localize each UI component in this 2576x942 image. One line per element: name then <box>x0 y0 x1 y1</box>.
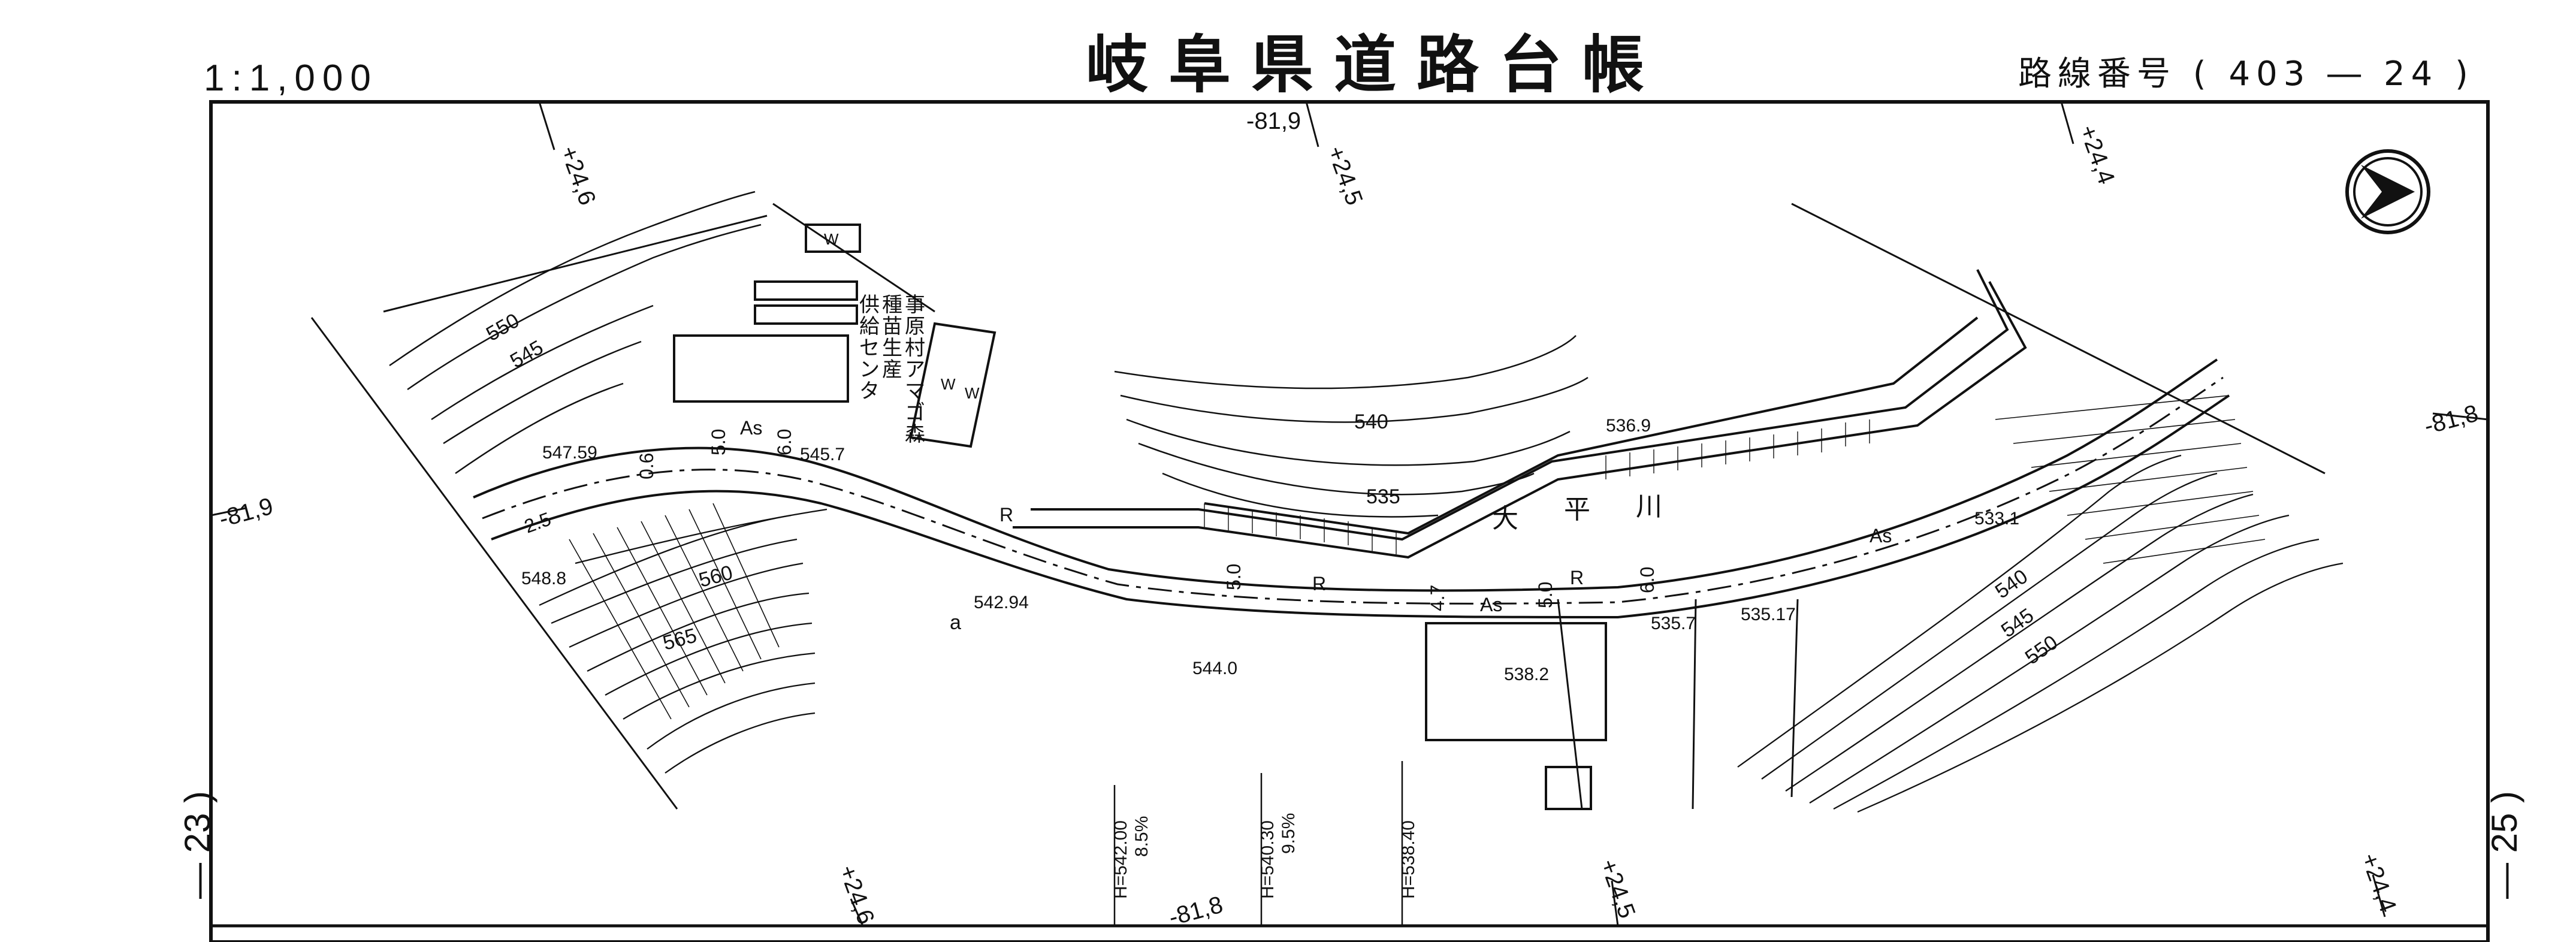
map-frame <box>209 100 2490 942</box>
svg-text:536.9: 536.9 <box>1606 416 1651 436</box>
svg-text:548.8: 548.8 <box>521 569 566 588</box>
svg-text:産: 産 <box>882 358 902 382</box>
river-label: 平 <box>1564 494 1590 525</box>
svg-text:545.7: 545.7 <box>800 445 845 464</box>
svg-text:8.5%: 8.5% <box>1132 816 1152 857</box>
svg-text:種: 種 <box>882 293 902 317</box>
marker-a: a <box>950 611 961 634</box>
road-codes: As As As R R R 5.0 5.0 5.0 6.0 6.0 4.7 2… <box>521 417 1892 615</box>
river-label: 川 <box>1636 491 1662 522</box>
svg-text:ゴ: ゴ <box>905 401 925 425</box>
svg-text:5.0: 5.0 <box>1223 564 1245 590</box>
tick-label-top: +24,4 <box>2074 122 2120 188</box>
tick-label-top: +24,6 <box>555 143 601 209</box>
svg-text:535.7: 535.7 <box>1651 614 1696 633</box>
contours-upper-left <box>389 191 762 475</box>
page-title: 岐阜県道路台帳 <box>1086 28 1665 101</box>
svg-text:533.1: 533.1 <box>1974 509 2019 529</box>
contour-label: 550 <box>2021 631 2062 669</box>
tick-label-top: +24,5 <box>1322 143 1368 209</box>
contours-lower-right <box>1737 454 2344 813</box>
svg-text:供: 供 <box>859 293 880 317</box>
elevation-leaders <box>1113 761 1403 926</box>
building-mark: W <box>824 230 839 248</box>
contour-label: 535 <box>1366 485 1400 508</box>
svg-text:542.94: 542.94 <box>974 593 1029 612</box>
structures <box>673 224 1607 810</box>
svg-text:547.59: 547.59 <box>542 443 597 463</box>
contour-label: 545 <box>1997 604 2038 642</box>
svg-text:ア: ア <box>905 358 925 382</box>
building-mark: W <box>941 375 956 393</box>
grid-ticks <box>210 101 2489 926</box>
road-centerline <box>482 376 2224 605</box>
svg-text:0.6: 0.6 <box>636 453 657 479</box>
tick-label-bottom: +24,6 <box>834 862 880 928</box>
svg-text:苗: 苗 <box>882 315 902 339</box>
north-arrow-icon <box>2345 149 2430 234</box>
route-number: 路線番号 ( 403 ― 24 ) <box>2018 55 2474 93</box>
facility-label: 事 原 村 ア マ ゴ 森 種 苗 生 産 供 給 セ ン タ <box>859 293 925 446</box>
svg-text:村: 村 <box>905 336 925 360</box>
svg-text:5.0: 5.0 <box>708 429 729 455</box>
svg-text:535.17: 535.17 <box>1741 605 1796 624</box>
slope-hatching <box>569 395 2266 720</box>
svg-text:R: R <box>1570 567 1584 588</box>
svg-text:As: As <box>1480 594 1502 615</box>
map-scale: 1:1,000 <box>204 58 378 99</box>
survey-boundary <box>310 203 2326 810</box>
svg-text:セ: セ <box>859 336 880 360</box>
svg-text:R: R <box>1312 573 1326 594</box>
svg-text:マ: マ <box>905 379 925 403</box>
contour-label: 540 <box>1991 565 2032 603</box>
svg-text:事: 事 <box>905 293 925 317</box>
revetment-crosshatch <box>1204 419 1870 554</box>
contour-label: 540 <box>1354 410 1388 433</box>
svg-text:9.5%: 9.5% <box>1279 813 1298 854</box>
svg-text:4.7: 4.7 <box>1427 585 1448 611</box>
elevation-notes: H=542.00 8.5% H=540.30 9.5% H=538.40 <box>1111 813 1418 899</box>
svg-text:ン: ン <box>859 358 880 382</box>
svg-text:生: 生 <box>882 336 902 360</box>
tick-label-top: -81,9 <box>1246 108 1301 134</box>
river-label: 大 <box>1492 503 1518 534</box>
river-revetment <box>1013 269 2027 559</box>
tick-label-bottom: +24,4 <box>2356 850 2402 916</box>
svg-text:As: As <box>740 417 762 439</box>
svg-text:6.0: 6.0 <box>1636 567 1658 593</box>
tick-label-left: -81,9 <box>216 493 276 533</box>
tick-label-right: -81,8 <box>2421 400 2481 440</box>
tick-label-bottom: +24,5 <box>1595 856 1641 922</box>
spot-heights: 547.59 545.7 548.8 542.94 544.0 538.2 53… <box>521 416 2019 684</box>
svg-text:タ: タ <box>859 379 880 403</box>
contours-upper-middle <box>1114 335 1589 518</box>
contour-label: 545 <box>506 336 547 373</box>
contours-lower-left <box>539 508 828 774</box>
svg-text:原: 原 <box>905 315 925 339</box>
contour-label: 565 <box>660 624 699 654</box>
svg-text:544.0: 544.0 <box>1192 659 1237 678</box>
svg-text:給: 給 <box>859 315 880 339</box>
road-edges <box>473 358 2230 619</box>
svg-text:6.0: 6.0 <box>774 429 795 455</box>
svg-text:R: R <box>999 504 1013 526</box>
building-mark: W <box>965 384 980 402</box>
svg-text:森: 森 <box>905 422 925 446</box>
contour-label: 550 <box>482 309 523 346</box>
svg-text:As: As <box>1870 525 1892 547</box>
svg-text:5.0: 5.0 <box>1535 582 1556 608</box>
svg-text:538.2: 538.2 <box>1504 665 1549 684</box>
svg-text:2.5: 2.5 <box>521 508 554 538</box>
